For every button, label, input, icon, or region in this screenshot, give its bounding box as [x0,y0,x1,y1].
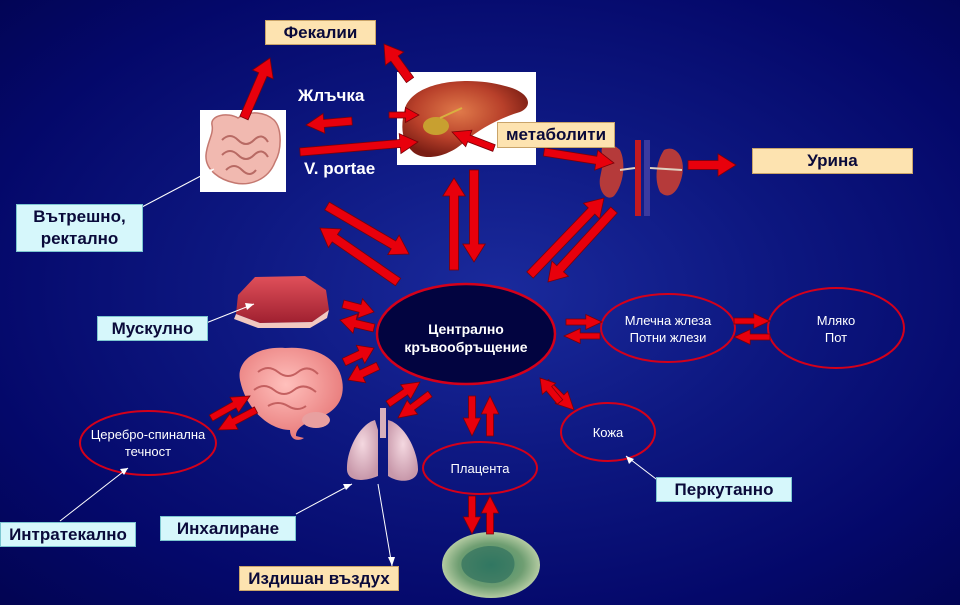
arrow-portal-to-liver [299,132,419,157]
arrow-gland-to-center [563,327,601,345]
pointer-head-intestines [205,169,214,176]
sweat-text: Пот [824,330,848,345]
central-label-line2: кръвообръщение [404,339,528,355]
oral-rectal-label-line1: Вътрешно, [33,207,126,226]
csf-text: Церебро-спинална течност [72,426,224,460]
pointer-line-muscle [205,303,255,324]
arrow-brain-to-csf [217,406,259,431]
arrow-csf-to-brain [208,395,251,422]
arrow-placenta-to-fetus [462,495,482,535]
arrow-center-to-gland [565,313,603,331]
oral-rectal-label: Вътрешно, ректално [16,204,143,252]
arrow-liver-to-metabolites [451,129,496,152]
liver-image [397,72,536,165]
arrow-liver-to-center [462,169,487,263]
exhaled-air-label: Издишан въздух [239,566,399,591]
central-label-line1: Централно [428,321,504,337]
arrow-placenta-to-center [480,395,500,437]
pointer-line-csf [59,467,129,522]
arrow-center-to-muscle [339,313,376,335]
intramuscular-label: Мускулно [97,316,208,341]
fetus-image [442,532,540,598]
intestines-image [200,110,286,192]
feces-label: Фекалии [265,20,376,45]
pointer-line-lungs [295,483,353,515]
arrow-center-to-liver [442,177,467,271]
urine-label: Урина [752,148,913,174]
milk-sweat-text: Мляко Пот [768,312,904,346]
pointer-head-exhaled [388,557,395,566]
skin-ellipse [560,402,656,462]
central-circulation-ellipse [375,282,557,386]
bile-label: Жлъчка [298,86,365,105]
csf-text-line1: Церебро-спинална [90,427,206,442]
arrow-kidney-to-urine [687,153,737,178]
arrow-muscle-to-center [341,297,375,319]
arrow-intestine-to-feces [239,57,274,121]
arrow-center-to-kidney [526,197,605,279]
arrow-milk-to-gland [733,328,771,346]
arrow-metabolites-to-kidney [542,147,615,171]
intrathecal-label: Интратекално [0,522,136,547]
brain-image [239,347,343,440]
arrow-liver-bile-to-intestine [305,112,353,135]
arrow-center-to-brain [347,361,381,384]
arrow-lungs-to-center [385,381,421,408]
arrow-metabolites-in [388,106,420,124]
metabolites-label: метаболити [497,122,615,148]
csf-ellipse [79,410,217,476]
pointer-line-intestines [141,168,215,208]
pointer-head-muscle [245,303,254,310]
gland-text: Млечна жлеза Потни жлези [601,312,735,346]
milk-text: Мляко [816,313,856,328]
kidneys-image [599,140,683,216]
arrow-brain-to-center [341,344,375,367]
placenta-text: Плацента [450,461,510,476]
milk-sweat-ellipse [767,287,905,369]
arrow-center-to-placenta [462,395,482,437]
placenta-ellipse [422,441,538,495]
arrow-liver-to-feces [383,43,415,84]
central-circulation-label: Централно кръвообръщение [380,320,552,356]
gland-ellipse [600,293,736,363]
inhalation-label: Инхалиране [160,516,296,541]
pointer-head-skin [626,456,634,464]
arrow-intestine-to-center [324,201,410,256]
v-portae-label: V. portae [304,159,376,178]
pointer-line-exhaled [377,483,393,567]
pointer-lines [59,168,661,567]
arrow-center-to-intestine [319,227,402,287]
arrow-fetus-to-placenta [480,495,500,535]
arrow-skin-to-center [539,377,564,405]
arrow-center-to-lungs [397,390,433,419]
muscle-image [234,276,329,328]
lungs-image [346,408,418,481]
pointer-heads [120,169,634,566]
percutaneous-label: Перкутанно [656,477,792,502]
pointer-head-csf [120,468,128,475]
oral-rectal-label-line2: ректално [40,229,119,248]
csf-text-line2: течност [124,444,172,459]
arrow-kidney-to-center [547,206,618,283]
gland-text-line2: Потни жлези [629,330,707,345]
arrows-group [208,43,771,535]
skin-text: Кожа [592,425,624,440]
gland-text-line1: Млечна жлеза [624,313,712,328]
arrow-gland-to-milk [733,312,771,330]
pointer-head-lungs [343,484,352,490]
